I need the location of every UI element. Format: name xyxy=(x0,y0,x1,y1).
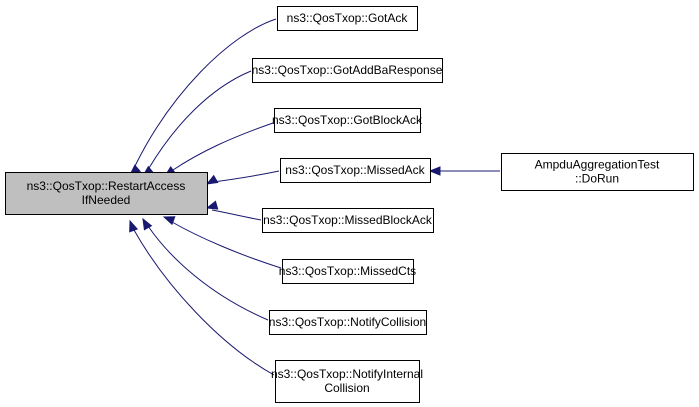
arrow-head xyxy=(162,216,176,226)
edge-line xyxy=(147,225,269,321)
nodes: ns3::QosTxop::RestartAccessIfNeededns3::… xyxy=(5,6,694,403)
node-box xyxy=(5,172,208,215)
edge-line xyxy=(171,221,282,269)
edge-gotblockack-to-restart xyxy=(163,122,274,177)
arrow-head xyxy=(129,219,139,233)
edge-missedack-to-restart xyxy=(205,170,280,185)
edge-line xyxy=(211,209,262,221)
edge-line xyxy=(133,229,275,376)
node-box xyxy=(269,310,427,335)
node-ampdu[interactable]: AmpduAggregationTest::DoRun xyxy=(501,153,694,191)
node-gotaddba[interactable]: ns3::QosTxop::GotAddBaResponse xyxy=(252,58,443,83)
node-missedblockack[interactable]: ns3::QosTxop::MissedBlockAck xyxy=(262,208,434,233)
edge-line xyxy=(212,170,280,183)
edge-missedblockack-to-restart xyxy=(205,200,262,221)
node-label: AmpduAggregationTest xyxy=(535,158,660,172)
node-label: ns3::QosTxop::NotifyCollision xyxy=(269,315,426,329)
node-box xyxy=(501,153,694,191)
node-label: ns3::QosTxop::NotifyInternal xyxy=(271,367,423,381)
node-label: ::DoRun xyxy=(575,172,619,186)
node-label: ns3::QosTxop::GotBlockAck xyxy=(272,113,423,127)
node-notifycollision[interactable]: ns3::QosTxop::NotifyCollision xyxy=(269,310,427,335)
node-label: Collision xyxy=(324,381,369,395)
node-missedack[interactable]: ns3::QosTxop::MissedAck xyxy=(280,158,431,183)
node-box xyxy=(277,6,418,31)
node-box xyxy=(282,259,414,284)
node-missedcts[interactable]: ns3::QosTxop::MissedCts xyxy=(279,259,416,284)
arrow-head xyxy=(142,217,153,231)
node-label: ns3::QosTxop::MissedBlockAck xyxy=(263,213,433,227)
node-box xyxy=(274,108,421,133)
node-label: ns3::QosTxop::RestartAccess xyxy=(27,179,186,193)
edge-gotack-to-restart xyxy=(128,18,277,176)
node-box xyxy=(275,360,420,403)
edge-line xyxy=(148,70,252,169)
node-label: IfNeeded xyxy=(82,193,131,207)
node-label: ns3::QosTxop::GotAck xyxy=(287,11,409,25)
arrow-head xyxy=(205,200,219,210)
edge-ampdu-to-missedack xyxy=(428,166,500,176)
edge-line xyxy=(172,122,274,171)
edge-line xyxy=(134,18,277,167)
edge-notifyinternal-to-restart xyxy=(129,219,275,376)
arrow-head xyxy=(205,174,219,185)
node-box xyxy=(262,208,434,233)
node-gotack[interactable]: ns3::QosTxop::GotAck xyxy=(277,6,418,31)
node-label: ns3::QosTxop::MissedAck xyxy=(285,163,425,177)
edge-missedcts-to-restart xyxy=(162,216,282,269)
edge-notifycollision-to-restart xyxy=(142,217,269,321)
node-box xyxy=(280,158,431,183)
node-gotblockack[interactable]: ns3::QosTxop::GotBlockAck xyxy=(272,108,423,133)
node-box xyxy=(252,58,443,83)
node-label: ns3::QosTxop::GotAddBaResponse xyxy=(252,63,443,77)
arrow-head xyxy=(428,166,441,176)
edges xyxy=(128,18,500,376)
node-label: ns3::QosTxop::MissedCts xyxy=(279,264,416,278)
